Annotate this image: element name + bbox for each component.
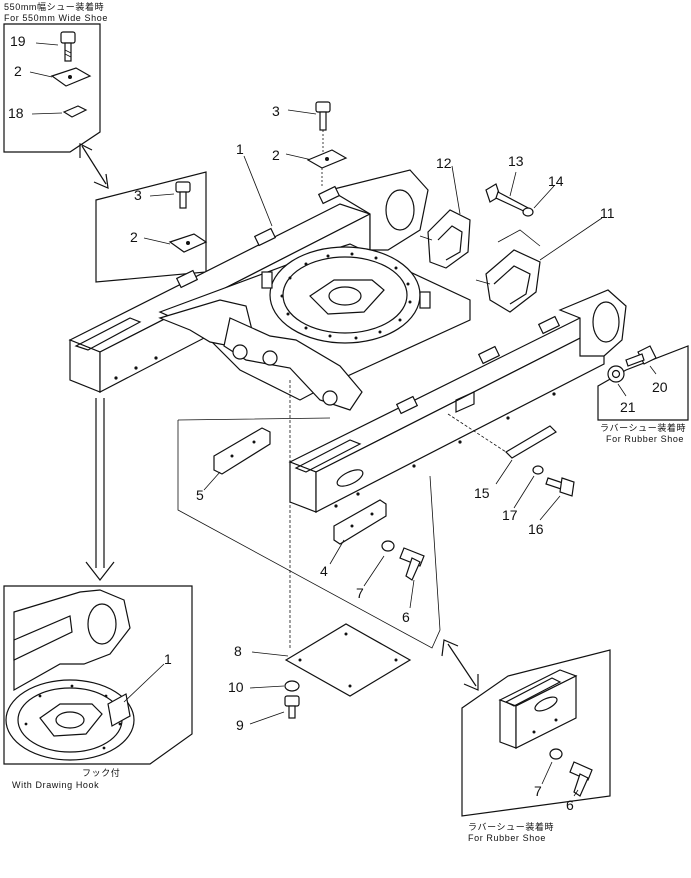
callout-18: 18 <box>8 105 24 121</box>
washer-icon <box>532 465 544 475</box>
callout-1-hook: 1 <box>164 651 172 667</box>
callout-17: 17 <box>502 507 518 523</box>
inset-rubber-shoe-bottom: 7 6 ラバーシュー装着時 For Rubber Shoe <box>461 649 611 843</box>
callout-20: 20 <box>652 379 668 395</box>
callout-2-inset: 2 <box>14 63 22 79</box>
callout-10: 10 <box>228 679 244 695</box>
caption-wide-shoe-jp: 550mm幅シュー装着時 <box>4 1 104 12</box>
inset-drawing-hook: 1 フック付 With Drawing Hook <box>3 585 193 790</box>
inset-wide-shoe: 550mm幅シュー装着時 For 550mm Wide Shoe 19 2 18 <box>3 1 108 153</box>
arrow-down-icon <box>85 398 115 581</box>
nut-plate-icon <box>62 105 88 118</box>
bolt-icon <box>315 101 331 131</box>
track-frame <box>68 169 627 513</box>
callout-3-box: 3 <box>134 187 142 203</box>
guard-plate-4 <box>333 499 387 545</box>
track-guard-12 <box>419 209 471 269</box>
bolt-icon <box>569 761 593 797</box>
washer-icon <box>381 540 395 552</box>
bolt-holes <box>280 252 412 340</box>
track-guard-11 <box>475 249 541 313</box>
callout-16: 16 <box>528 521 544 537</box>
caption-drawing-hook-en: With Drawing Hook <box>12 780 99 790</box>
caption-drawing-hook-jp: フック付 <box>82 768 120 778</box>
callout-13: 13 <box>508 153 524 169</box>
callout-8: 8 <box>234 643 242 659</box>
callout-11: 11 <box>600 205 615 221</box>
callout-2-box: 2 <box>130 229 138 245</box>
washer-icon <box>284 680 300 692</box>
inset-rubber-shoe-right: 20 21 ラバーシュー装着時 For Rubber Shoe <box>597 345 689 444</box>
caption-rubber-shoe-bottom-jp: ラバーシュー装着時 <box>468 821 554 832</box>
callout-2: 2 <box>272 147 280 163</box>
washer-icon <box>549 748 563 760</box>
callout-9: 9 <box>236 717 244 733</box>
caption-rubber-shoe-right-jp: ラバーシュー装着時 <box>600 422 686 433</box>
callout-12: 12 <box>436 155 452 171</box>
bolt-icon <box>399 547 425 581</box>
guard-plate-5 <box>213 427 271 475</box>
bolt-icon <box>625 345 657 367</box>
callout-5: 5 <box>196 487 204 503</box>
callout-15: 15 <box>474 485 490 501</box>
caption-wide-shoe-en: For 550mm Wide Shoe <box>4 13 108 23</box>
callout-7: 7 <box>356 585 364 601</box>
cover-plate-15 <box>505 425 557 459</box>
nut-icon <box>607 365 625 383</box>
callout-6: 6 <box>402 609 410 625</box>
guard-outline <box>177 417 441 649</box>
callout-3: 3 <box>272 103 280 119</box>
caption-rubber-shoe-right-en: For Rubber Shoe <box>606 434 684 444</box>
callout-19: 19 <box>10 33 26 49</box>
bolt-icon <box>60 31 76 62</box>
callout-1: 1 <box>236 141 244 157</box>
bolt-icon <box>284 695 300 719</box>
double-arrow-icon <box>79 143 109 189</box>
bolt-icon <box>175 181 191 209</box>
callout-4: 4 <box>320 563 328 579</box>
inset-frame <box>3 23 101 153</box>
bottom-cover-8 <box>284 623 412 697</box>
washer-icon <box>522 207 534 217</box>
callout-21: 21 <box>620 399 636 415</box>
caption-rubber-shoe-bottom-en: For Rubber Shoe <box>468 833 546 843</box>
right-rail-side <box>315 325 605 513</box>
callout-6-rubber: 6 <box>566 797 574 813</box>
double-arrow-icon <box>441 639 479 691</box>
callout-7-rubber: 7 <box>534 783 542 799</box>
callout-14: 14 <box>548 173 564 189</box>
bolt-icon <box>545 477 575 497</box>
